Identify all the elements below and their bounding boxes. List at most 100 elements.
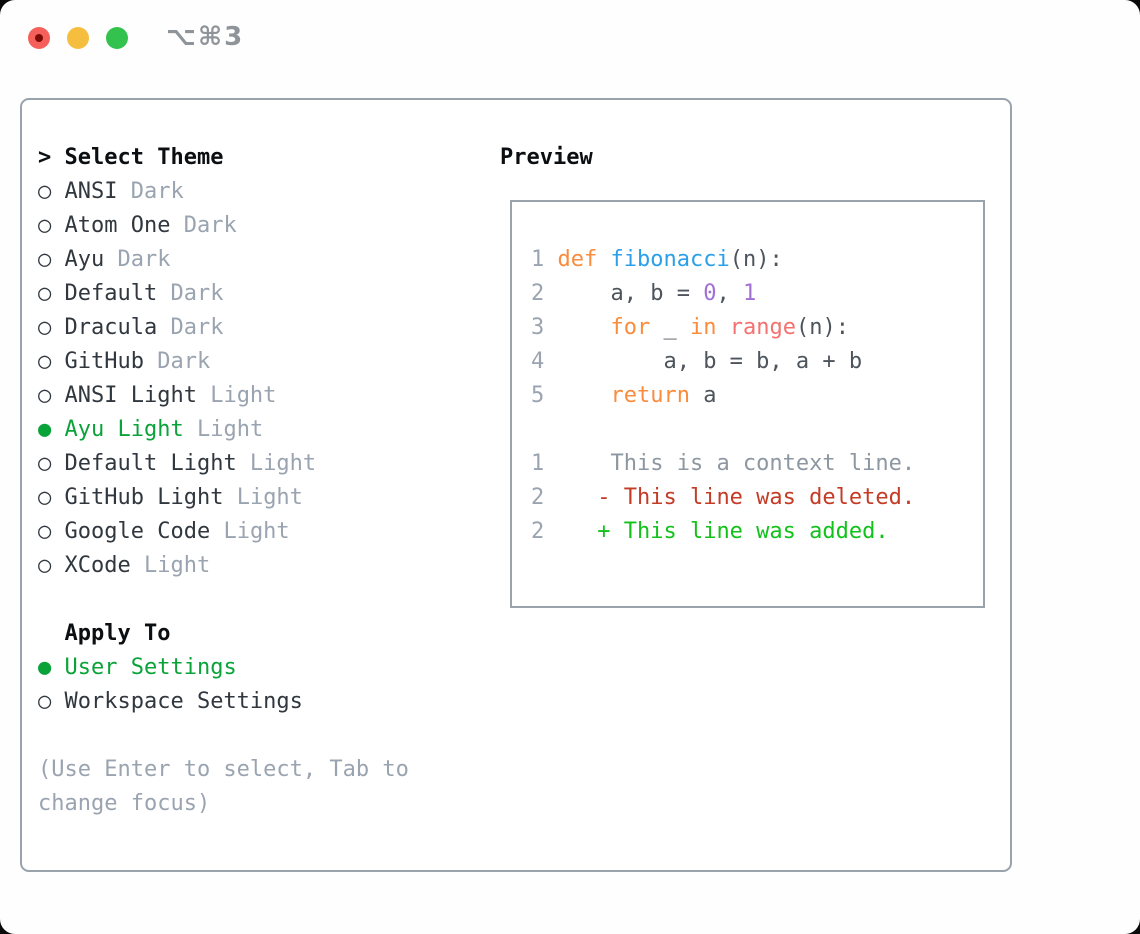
gap <box>38 719 468 753</box>
theme-option[interactable]: ○ Default Dark <box>38 277 468 311</box>
code-token: for <box>610 315 651 340</box>
apply-to-list: ● User Settings○ Workspace Settings <box>38 651 468 719</box>
apply-to-title: Apply To <box>64 621 171 646</box>
line-number: 1 <box>531 451 558 476</box>
radio-icon: ○ <box>38 451 65 476</box>
focus-caret-icon: > <box>38 145 65 170</box>
theme-variant: Dark <box>157 281 224 306</box>
code-token: return <box>610 383 690 408</box>
theme-name: Default Light <box>64 451 237 476</box>
theme-option[interactable]: ○ Atom One Dark <box>38 209 468 243</box>
zoom-button[interactable] <box>106 27 128 49</box>
line-number: 1 <box>531 247 558 272</box>
code-line: 5 return a <box>531 379 983 413</box>
theme-option[interactable]: ○ XCode Light <box>38 549 468 583</box>
radio-icon: ○ <box>38 213 65 238</box>
radio-icon: ○ <box>38 281 65 306</box>
apply-to-label: Workspace Settings <box>64 689 303 714</box>
radio-icon: ○ <box>38 519 65 544</box>
code-token: a, b = <box>557 281 704 306</box>
theme-option[interactable]: ○ Google Code Light <box>38 515 468 549</box>
theme-name: Google Code <box>64 519 211 544</box>
apply-to-option[interactable]: ○ Workspace Settings <box>38 685 468 719</box>
theme-option[interactable]: ○ GitHub Light Light <box>38 481 468 515</box>
left-column: > Select Theme ○ ANSI Dark○ Atom One Dar… <box>38 141 468 821</box>
code-token: def <box>557 247 598 272</box>
select-theme-title: Select Theme <box>64 145 224 170</box>
code-line: 2 + This line was added. <box>531 515 983 549</box>
code-token: This is a context line. <box>557 451 916 476</box>
code-line: 1 This is a context line. <box>531 447 983 481</box>
theme-option[interactable]: ○ Default Light Light <box>38 447 468 481</box>
theme-option[interactable]: ○ GitHub Dark <box>38 345 468 379</box>
radio-icon: ○ <box>38 349 65 374</box>
apply-to-option[interactable]: ● User Settings <box>38 651 468 685</box>
theme-name: Default <box>64 281 158 306</box>
line-number <box>531 417 558 442</box>
theme-name: Ayu Light <box>64 417 184 442</box>
theme-option[interactable]: ○ ANSI Dark <box>38 175 468 209</box>
theme-name: GitHub <box>64 349 144 374</box>
radio-icon: ● <box>38 417 65 442</box>
theme-option[interactable]: ○ Dracula Dark <box>38 311 468 345</box>
code-line: 4 a, b = b, a + b <box>531 345 983 379</box>
select-theme-header: > Select Theme <box>38 141 468 175</box>
code-token: 1 <box>742 281 757 306</box>
code-line: 2 - This line was deleted. <box>531 481 983 515</box>
theme-variant: Light <box>130 553 211 578</box>
code-token: a <box>689 383 717 408</box>
minimize-button[interactable] <box>67 27 89 49</box>
theme-name: XCode <box>64 553 131 578</box>
theme-name: GitHub Light <box>64 485 224 510</box>
preview-title: Preview <box>500 145 593 170</box>
code-line: 1 def fibonacci(n): <box>531 243 983 277</box>
theme-name: ANSI <box>64 179 118 204</box>
theme-picker-panel: > Select Theme ○ ANSI Dark○ Atom One Dar… <box>20 98 1012 872</box>
theme-variant: Light <box>210 519 290 544</box>
theme-name: Dracula <box>64 315 158 340</box>
code-token: (n): <box>729 247 783 272</box>
code-token: + This line was added. <box>557 519 889 544</box>
line-number: 2 <box>531 519 558 544</box>
code-token <box>558 383 611 408</box>
theme-variant: Dark <box>104 247 171 272</box>
help-text: (Use Enter to select, Tab to change focu… <box>38 757 409 816</box>
theme-option[interactable]: ● Ayu Light Light <box>38 413 468 447</box>
code-token <box>597 247 610 272</box>
theme-option[interactable]: ○ ANSI Light Light <box>38 379 468 413</box>
radio-icon: ○ <box>38 553 65 578</box>
line-number: 4 <box>531 349 558 374</box>
line-number: 2 <box>531 485 558 510</box>
line-number: 3 <box>531 315 558 340</box>
theme-name: ANSI Light <box>64 383 197 408</box>
titlebar: ⌥⌘3 <box>0 0 1140 76</box>
code-token <box>558 315 611 340</box>
code-token: - This line was deleted. <box>557 485 916 510</box>
theme-variant: Light <box>183 417 264 442</box>
line-number: 5 <box>531 383 558 408</box>
code-token: 0 <box>703 281 717 306</box>
theme-variant: Light <box>236 451 317 476</box>
code-line: 2 a, b = 0, 1 <box>531 277 983 311</box>
radio-icon: ○ <box>38 247 65 272</box>
theme-name: Ayu <box>64 247 105 272</box>
theme-variant: Dark <box>117 179 184 204</box>
line-number: 2 <box>531 281 558 306</box>
code-token: range <box>729 315 796 340</box>
theme-name: Atom One <box>64 213 171 238</box>
theme-list: ○ ANSI Dark○ Atom One Dark○ Ayu Dark○ De… <box>38 175 468 583</box>
theme-option[interactable]: ○ Ayu Dark <box>38 243 468 277</box>
code-line: 3 for _ in range(n): <box>531 311 983 345</box>
theme-variant: Dark <box>157 315 224 340</box>
code-token: _ <box>650 315 690 340</box>
code-token: a, b = b, a + b <box>557 349 863 374</box>
apply-to-label: User Settings <box>64 655 237 680</box>
apply-to-header: Apply To <box>38 617 468 651</box>
theme-variant: Dark <box>143 349 211 374</box>
theme-variant: Light <box>223 485 303 510</box>
close-button[interactable] <box>28 27 50 49</box>
gap <box>38 583 468 617</box>
code-token: fibonacci <box>610 247 730 272</box>
